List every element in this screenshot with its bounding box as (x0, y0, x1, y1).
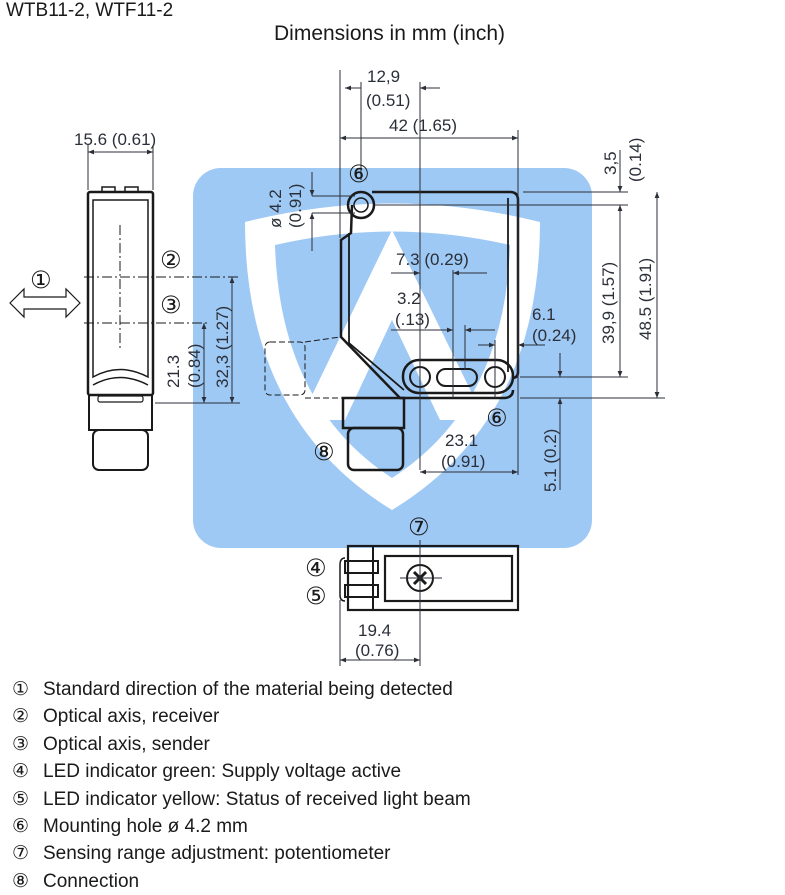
dim-12-9: 12,9 (367, 67, 400, 86)
dim-3-5: 3,5 (601, 151, 620, 175)
legend-number: ⑤ (12, 788, 30, 810)
legend-item: ④ LED indicator green: Supply voltage act… (12, 758, 471, 785)
legend-number: ① (12, 679, 30, 700)
front-view (264, 70, 665, 490)
callout-3: ③ (160, 291, 182, 319)
dim-23-1-inch: (0.91) (441, 452, 485, 471)
side-view (9, 145, 240, 471)
legend-item: ① Standard direction of the material bein… (12, 676, 471, 703)
dim-21-3: 21.3 (164, 355, 183, 388)
legend-number: ⑥ (12, 816, 30, 838)
legend-text: Sensing range adjustment: potentiometer (43, 843, 391, 865)
dim-3-2-inch: (.13) (395, 310, 430, 329)
dim-21-3-inch: (0.84) (185, 344, 204, 388)
dim-12-9-inch: (0.51) (366, 91, 410, 110)
watermark-logo (193, 168, 592, 548)
dim-3-2: 3.2 (397, 289, 421, 308)
dim-19-4-inch: (0.76) (355, 641, 399, 660)
dimensions-subtitle: Dimensions in mm (inch) (274, 22, 506, 45)
callout-6-top: ⑥ (348, 160, 370, 188)
legend-item: ② Optical axis, receiver (12, 703, 471, 730)
legend-text: Mounting hole ø 4.2 mm (43, 816, 248, 838)
callout-5: ⑤ (305, 582, 327, 610)
legend-text: Connection (43, 870, 140, 892)
legend-text: LED indicator green: Supply voltage acti… (43, 761, 402, 783)
model-title: WTB11-2, WTF11-2 (6, 0, 174, 21)
dim-19-4: 19.4 (358, 621, 391, 640)
dim-48-5: 48.5 (1.91) (636, 258, 655, 340)
legend-item: ⑦ Sensing range adjustment: potentiometer (12, 840, 471, 867)
callout-7: ⑦ (408, 513, 430, 541)
callout-1: ① (30, 266, 52, 294)
dim-6-1-inch: (0.24) (532, 326, 576, 345)
callout-4: ④ (305, 554, 327, 582)
top-view (339, 540, 520, 666)
legend-number: ② (12, 706, 30, 728)
legend-text: Optical axis, sender (43, 733, 210, 755)
legend-item: ③ Optical axis, sender (12, 731, 471, 758)
dim-7-3: 7.3 (0.29) (396, 250, 469, 269)
dim-42: 42 (1.65) (389, 116, 457, 135)
legend-item: ⑧ Connection (12, 868, 471, 895)
dim-hole-inch: (0.91) (286, 184, 305, 228)
legend-number: ⑧ (12, 870, 30, 892)
legend-number: ③ (12, 733, 30, 755)
dim-3-5-inch: (0.14) (626, 138, 645, 182)
legend-number: ⑦ (12, 843, 30, 865)
callout-2: ② (160, 246, 182, 274)
legend-item: ⑤ LED indicator yellow: Status of receive… (12, 786, 471, 813)
callout-6-bottom: ⑥ (486, 404, 508, 432)
legend-text: Optical axis, receiver (43, 706, 220, 728)
legend: ① Standard direction of the material bein… (12, 676, 471, 895)
dim-hole-diameter: ø 4.2 (266, 189, 285, 228)
dim-23-1: 23.1 (445, 431, 478, 450)
dim-width-side: 15.6 (0.61) (74, 130, 156, 149)
callout-8: ⑧ (313, 438, 335, 466)
legend-number: ④ (12, 761, 30, 783)
dim-5-1: 5.1 (0.2) (541, 429, 560, 492)
dim-32-3: 32,3 (1.27) (213, 306, 232, 388)
dim-39-9: 39,9 (1.57) (599, 262, 618, 344)
legend-item: ⑥ Mounting hole ø 4.2 mm (12, 813, 471, 840)
legend-text: Standard direction of the material being… (43, 679, 453, 700)
dim-6-1: 6.1 (532, 305, 556, 324)
legend-text: LED indicator yellow: Status of received… (43, 788, 471, 810)
